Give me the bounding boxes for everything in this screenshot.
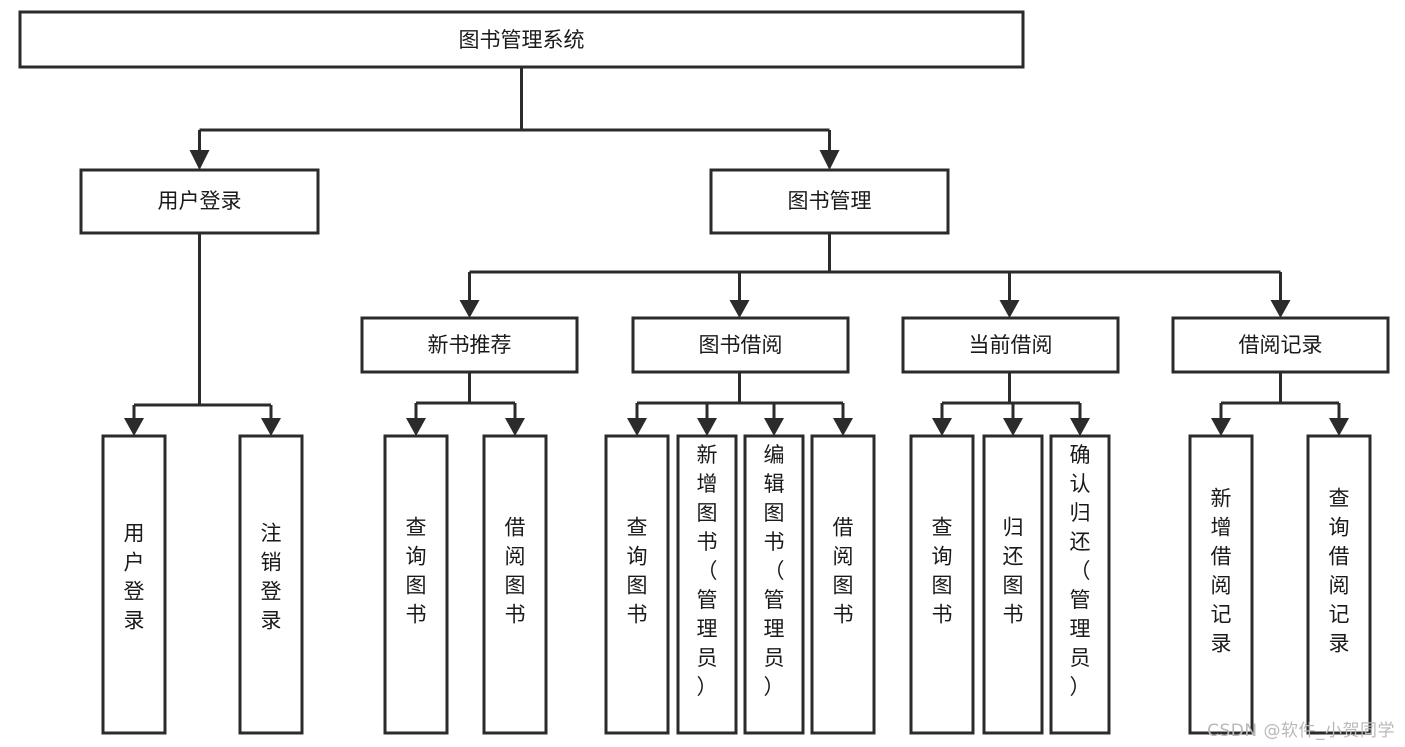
- node-leaf-add-book-label: 新增图书（管理员）: [697, 443, 718, 699]
- arrow-to-leaf-confirm-return: [1070, 418, 1090, 436]
- node-user-login[interactable]: 用户登录: [79, 168, 320, 235]
- node-book-manage-box[interactable]: [709, 168, 950, 235]
- node-user-login-label: 用户登录: [158, 189, 242, 213]
- node-borrow-record-box[interactable]: [1171, 316, 1390, 374]
- node-book-borrow-box[interactable]: [631, 316, 850, 374]
- node-leaf-user-logout[interactable]: 注销登录: [238, 434, 304, 735]
- arrow-to-book-borrow: [729, 300, 750, 318]
- node-leaf-user-logout-box[interactable]: [238, 434, 304, 735]
- node-root[interactable]: 图书管理系统: [18, 10, 1025, 69]
- arrow-to-leaf-query-record: [1329, 418, 1349, 436]
- node-leaf-borrow-book-1-label: 借阅图书: [505, 516, 526, 627]
- node-leaf-edit-book-box[interactable]: [743, 434, 805, 735]
- node-leaf-add-book[interactable]: 新增图书（管理员）: [676, 434, 738, 735]
- node-leaf-borrow-book-2[interactable]: 借阅图书: [810, 434, 876, 735]
- node-book-borrow-label: 图书借阅: [699, 333, 783, 357]
- arrow-to-user-login: [189, 150, 210, 170]
- node-leaf-query-book-3-box[interactable]: [909, 434, 975, 735]
- arrow-to-new-book-rec: [459, 300, 480, 318]
- node-leaf-confirm-return-label: 确认归还（管理员）: [1070, 443, 1091, 699]
- node-leaf-query-record[interactable]: 查询借阅记录: [1306, 434, 1372, 735]
- node-leaf-confirm-return-box[interactable]: [1049, 434, 1111, 735]
- node-leaf-borrow-book-1-box[interactable]: [482, 434, 548, 735]
- node-book-manage[interactable]: 图书管理: [709, 168, 950, 235]
- arrow-to-leaf-user-logout: [261, 418, 281, 436]
- arrow-to-leaf-borrow-book-2: [833, 418, 853, 436]
- node-user-login-box[interactable]: [79, 168, 320, 235]
- node-leaf-query-book-2[interactable]: 查询图书: [604, 434, 670, 735]
- connectors-group: [132, 67, 1341, 418]
- connector-borrowrecord-to-leaves: [1219, 372, 1341, 418]
- node-new-book-rec[interactable]: 新书推荐: [360, 316, 579, 374]
- node-leaf-edit-book-label: 编辑图书（管理员）: [764, 443, 785, 699]
- node-leaf-borrow-book-2-box[interactable]: [810, 434, 876, 735]
- node-leaf-user-login[interactable]: 用户登录: [101, 434, 167, 735]
- arrow-to-book-manage: [819, 150, 840, 170]
- arrow-to-leaf-borrow-book-1: [505, 418, 525, 436]
- node-book-borrow[interactable]: 图书借阅: [631, 316, 850, 374]
- connector-currentborrow-to-leaves: [940, 372, 1082, 418]
- node-leaf-query-record-label: 查询借阅记录: [1329, 487, 1350, 656]
- node-leaf-query-book-3-label: 查询图书: [932, 516, 953, 627]
- connector-userlogin-to-leaves: [132, 233, 273, 418]
- arrow-to-leaf-query-book-1: [406, 418, 426, 436]
- node-leaf-query-book-2-box[interactable]: [604, 434, 670, 735]
- arrowheads-group: [124, 150, 1349, 436]
- arrow-to-leaf-edit-book: [764, 418, 784, 436]
- arrow-to-leaf-return-book: [1003, 418, 1023, 436]
- node-book-manage-label: 图书管理: [788, 189, 872, 213]
- arrow-to-borrow-record: [1270, 300, 1291, 318]
- node-current-borrow[interactable]: 当前借阅: [901, 316, 1120, 374]
- node-leaf-return-book-label: 归还图书: [1003, 516, 1024, 627]
- node-new-book-rec-box[interactable]: [360, 316, 579, 374]
- csdn-watermark: CSDN @软件_小贺同学: [1207, 721, 1395, 741]
- node-leaf-borrow-book-2-label: 借阅图书: [833, 516, 854, 627]
- arrow-to-leaf-add-record: [1211, 418, 1231, 436]
- connector-root-to-level2: [198, 67, 831, 152]
- node-leaf-user-login-label: 用户登录: [124, 522, 145, 633]
- node-current-borrow-box[interactable]: [901, 316, 1120, 374]
- node-borrow-record[interactable]: 借阅记录: [1171, 316, 1390, 374]
- node-leaf-add-book-box[interactable]: [676, 434, 738, 735]
- node-root-box[interactable]: [18, 10, 1025, 69]
- node-leaf-add-record[interactable]: 新增借阅记录: [1188, 434, 1254, 735]
- arrow-to-leaf-user-login: [124, 418, 144, 436]
- node-leaf-add-record-box[interactable]: [1188, 434, 1254, 735]
- node-leaf-query-book-3[interactable]: 查询图书: [909, 434, 975, 735]
- node-current-borrow-label: 当前借阅: [969, 333, 1053, 357]
- node-new-book-rec-label: 新书推荐: [428, 333, 512, 357]
- connector-bookmanage-to-level3: [468, 233, 1282, 300]
- node-root-label: 图书管理系统: [459, 28, 585, 52]
- connector-newbook-to-leaves: [414, 372, 517, 418]
- node-leaf-add-record-label: 新增借阅记录: [1211, 487, 1232, 656]
- node-leaf-edit-book[interactable]: 编辑图书（管理员）: [743, 434, 805, 735]
- node-leaf-query-book-1[interactable]: 查询图书: [383, 434, 449, 735]
- node-borrow-record-label: 借阅记录: [1239, 333, 1323, 357]
- arrow-to-leaf-query-book-3: [932, 418, 952, 436]
- node-leaf-borrow-book-1[interactable]: 借阅图书: [482, 434, 548, 735]
- arrow-to-leaf-add-book: [697, 418, 717, 436]
- node-leaf-user-login-box[interactable]: [101, 434, 167, 735]
- node-leaf-return-book[interactable]: 归还图书: [982, 434, 1044, 735]
- arrow-to-current-borrow: [999, 300, 1020, 318]
- node-leaf-confirm-return[interactable]: 确认归还（管理员）: [1049, 434, 1111, 735]
- node-leaf-query-book-1-box[interactable]: [383, 434, 449, 735]
- node-leaf-query-book-1-label: 查询图书: [406, 516, 427, 627]
- connector-bookborrow-to-leaves: [635, 372, 845, 418]
- node-leaf-query-record-box[interactable]: [1306, 434, 1372, 735]
- node-leaf-return-book-box[interactable]: [982, 434, 1044, 735]
- arrow-to-leaf-query-book-2: [627, 418, 647, 436]
- node-leaf-user-logout-label: 注销登录: [261, 522, 282, 633]
- node-leaf-query-book-2-label: 查询图书: [627, 516, 648, 627]
